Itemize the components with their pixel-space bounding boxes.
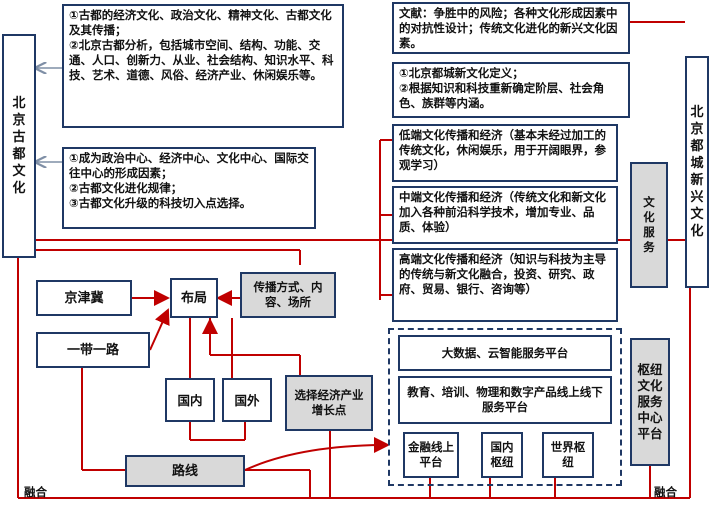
hub-world-label: 世界枢纽 [550, 440, 586, 469]
box-definition-item-2: ②根据知识和科技重新确定阶层、社会角色、族群等内涵。 [399, 81, 605, 110]
box-foreign: 国外 [222, 378, 272, 422]
box-ancient-item-1: ①古都的经济文化、政治文化、精神文化、古都文化及其传播； [69, 8, 332, 37]
box-ancient-culture-analysis: ①古都的经济文化、政治文化、精神文化、古都文化及其传播； ②北京古都分析，包括城… [62, 4, 344, 128]
box-literature-text: 文献：争胜中的风险；各种文化形成因素中的对抗性设计；传统文化进化的新兴文化因素。 [399, 6, 618, 50]
domestic-label: 国内 [177, 392, 203, 408]
box-new-culture-definition: ①北京都城新文化定义； ②根据知识和科技重新确定阶层、社会角色、族群等内涵。 [392, 62, 630, 118]
box-formation-item-3: ③古都文化升级的科技切入点选择。 [69, 196, 252, 210]
fusion-left-label: 融合 [24, 485, 47, 499]
box-mid-end: 中端文化传播和经济（传统文化和新文化加入各种前沿科学技术，增加专业、品质、体验） [392, 186, 618, 244]
box-literature: 文献：争胜中的风险；各种文化形成因素中的对抗性设计；传统文化进化的新兴文化因素。 [392, 2, 630, 54]
box-mid-end-text: 中端文化传播和经济（传统文化和新文化加入各种前沿科学技术，增加专业、品质、体验） [399, 190, 606, 234]
box-belt-and-road: 一带一路 [36, 332, 150, 368]
box-layout: 布局 [170, 278, 218, 318]
box-high-end: 高端文化传播和经济（知识与科技为主导的传统与新文化融合，投资、研究、政府、贸易、… [392, 248, 618, 322]
box-hub-world: 世界枢纽 [542, 432, 594, 478]
fusion-right-label: 融合 [654, 485, 677, 499]
growth-point-label: 选择经济产业增长点 [294, 388, 364, 417]
box-route: 路线 [125, 455, 245, 487]
box-finance: 金融线上平台 [403, 432, 459, 478]
education-label: 教育、培训、物理和数字产品线上线下服务平台 [407, 385, 603, 414]
box-culture-service: 文化服务 [630, 162, 668, 288]
box-center-formation: ①成为政治中心、经济中心、文化中心、国际交往中心的形成因素； ②古都文化进化规律… [62, 147, 316, 229]
box-dissemination: 传播方式、内容、场所 [240, 272, 336, 318]
box-high-end-text: 高端文化传播和经济（知识与科技为主导的传统与新文化融合，投资、研究、政府、贸易、… [399, 252, 606, 296]
jingjinji-label: 京津冀 [64, 290, 104, 306]
vertical-beijing-ancient-culture: 北京古都文化 [2, 34, 36, 258]
layout-label: 布局 [180, 290, 207, 306]
hub-service-label: 枢纽文化服务中心平台 [637, 362, 663, 441]
box-hub-service: 枢纽文化服务中心平台 [630, 338, 670, 466]
box-big-data: 大数据、云智能服务平台 [398, 335, 612, 371]
box-domestic: 国内 [165, 378, 215, 422]
box-formation-item-1: ①成为政治中心、经济中心、文化中心、国际交往中心的形成因素； [69, 151, 309, 180]
box-ancient-item-2: ②北京古都分析，包括城市空间、结构、功能、交通、人口、创新力、从业、社会结构、知… [69, 38, 334, 82]
box-growth-point: 选择经济产业增长点 [285, 375, 373, 431]
foreign-label: 国外 [234, 392, 260, 408]
big-data-label: 大数据、云智能服务平台 [441, 345, 569, 360]
platform-group [388, 328, 622, 486]
belt-and-road-label: 一带一路 [66, 342, 119, 358]
box-definition-item-1: ①北京都城新文化定义； [399, 66, 524, 80]
route-label: 路线 [171, 463, 198, 479]
culture-service-label: 文化服务 [643, 195, 655, 254]
finance-label: 金融线上平台 [408, 440, 454, 469]
box-jingjinji: 京津冀 [36, 280, 132, 316]
vertical-right-label: 北京都城新兴文化 [690, 105, 704, 239]
dissemination-label: 传播方式、内容、场所 [253, 280, 323, 309]
box-formation-item-2: ②古都文化进化规律； [69, 181, 183, 195]
box-low-end-text: 低端文化传播和经济（基本未经过加工的传统文化，休闲娱乐，用于开阔眼界，参观学习） [399, 128, 606, 172]
box-hub-domestic: 国内枢纽 [481, 432, 523, 478]
box-education: 教育、培训、物理和数字产品线上线下服务平台 [398, 376, 612, 424]
box-low-end: 低端文化传播和经济（基本未经过加工的传统文化，休闲娱乐，用于开阔眼界，参观学习） [392, 124, 618, 182]
vertical-beijing-new-culture: 北京都城新兴文化 [685, 56, 709, 288]
hub-domestic-label: 国内枢纽 [490, 440, 514, 469]
vertical-left-label: 北京古都文化 [12, 96, 26, 196]
